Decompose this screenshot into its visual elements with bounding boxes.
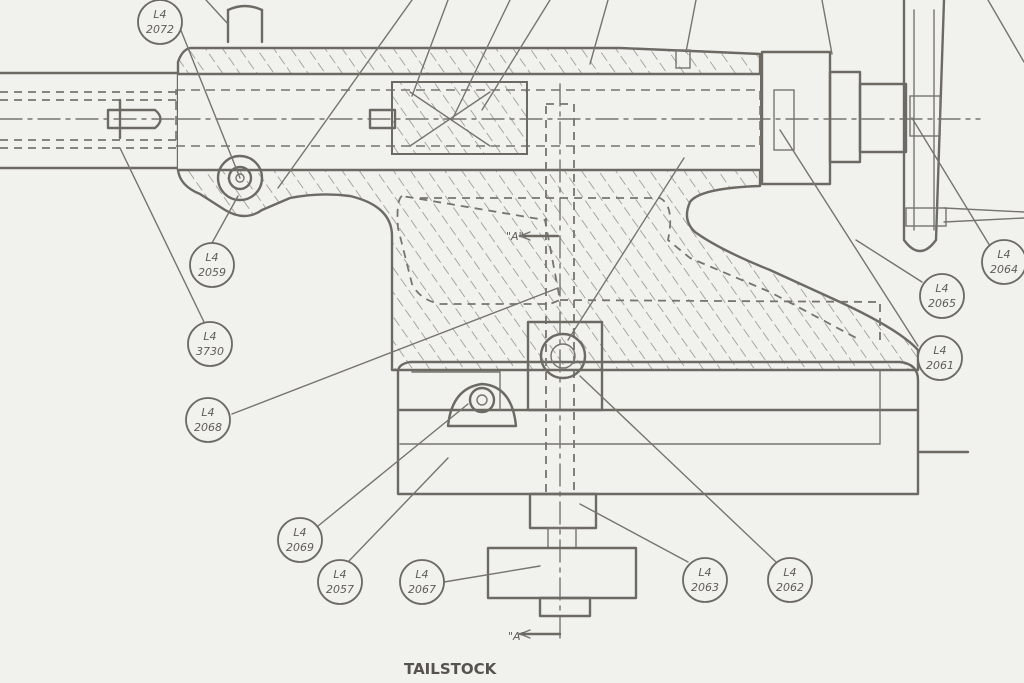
- svg-text:L4: L4: [933, 344, 946, 357]
- svg-text:L4: L4: [783, 566, 796, 579]
- callout-2065: L4 2065: [919, 273, 965, 319]
- callout-2061: L4 2061: [917, 335, 963, 381]
- svg-text:L4: L4: [698, 566, 711, 579]
- callout-2067: L4 2067: [399, 559, 445, 605]
- svg-text:2064: 2064: [990, 263, 1018, 276]
- svg-text:2072: 2072: [146, 23, 174, 36]
- tailstock-body: [175, 4, 981, 372]
- svg-text:L4: L4: [293, 526, 306, 539]
- svg-text:3730: 3730: [196, 345, 224, 358]
- svg-text:2059: 2059: [198, 266, 226, 279]
- callout-2069: L4 2069: [277, 517, 323, 563]
- svg-text:L4: L4: [203, 330, 216, 343]
- handwheel-assembly: [760, 0, 1024, 253]
- svg-text:2057: 2057: [326, 583, 354, 596]
- quill-spindle: [0, 71, 180, 170]
- svg-text:L4: L4: [205, 251, 218, 264]
- svg-text:2061: 2061: [926, 359, 954, 372]
- callout-2059: L4 2059: [189, 242, 235, 288]
- svg-text:2065: 2065: [928, 297, 956, 310]
- clamp-screw: [486, 83, 638, 641]
- callout-leaders: [119, 0, 991, 583]
- svg-text:2068: 2068: [194, 421, 222, 434]
- drawing-title: TAILSTOCK: [404, 660, 498, 678]
- svg-text:2067: 2067: [408, 583, 436, 596]
- section-marker-top: "A": [506, 230, 524, 243]
- svg-text:L4: L4: [935, 282, 948, 295]
- callout-2057: L4 2057: [317, 559, 363, 605]
- callout-2068: L4 2068: [185, 397, 231, 443]
- top-leaders: [277, 0, 1024, 189]
- callout-2064: L4 2064: [981, 239, 1024, 285]
- svg-text:L4: L4: [415, 568, 428, 581]
- callout-3730: L4 3730: [187, 321, 233, 367]
- callout-2063: L4 2063: [682, 557, 728, 603]
- section-marker-bottom: "A": [508, 630, 526, 643]
- svg-text:L4: L4: [333, 568, 346, 581]
- svg-text:2069: 2069: [286, 541, 314, 554]
- svg-text:L4: L4: [153, 8, 166, 21]
- callout-2072: L4 2072: [137, 0, 183, 45]
- svg-text:L4: L4: [201, 406, 214, 419]
- svg-text:2062: 2062: [776, 581, 804, 594]
- callout-2062: L4 2062: [767, 557, 813, 603]
- svg-text:L4: L4: [997, 248, 1010, 261]
- svg-text:2063: 2063: [691, 581, 719, 594]
